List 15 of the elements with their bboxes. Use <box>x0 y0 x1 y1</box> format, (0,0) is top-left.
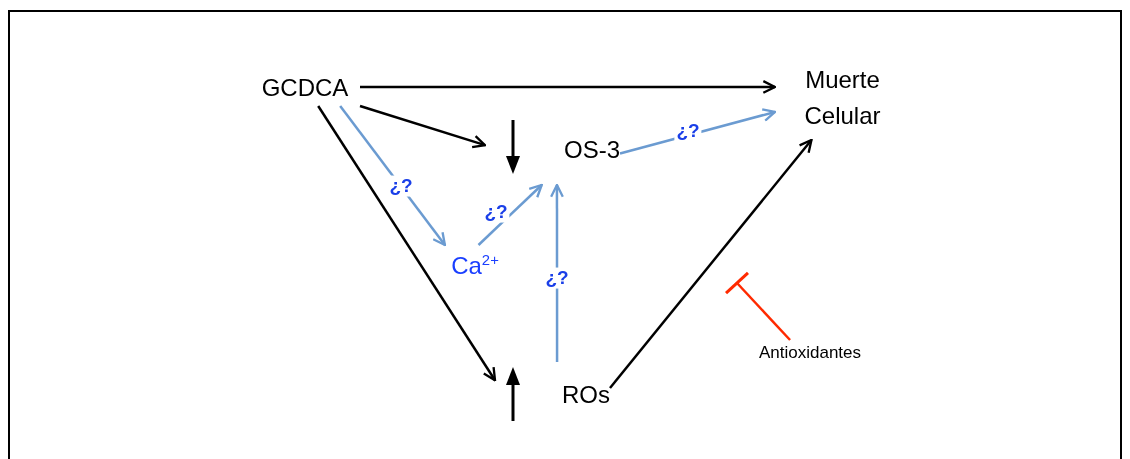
node-label: ROs <box>562 379 610 410</box>
edge-label: ¿? <box>387 175 415 197</box>
arrow <box>549 183 564 362</box>
node-label: OS-3 <box>564 135 620 165</box>
node-label: Antioxidantes <box>758 342 862 365</box>
arrow <box>477 183 543 246</box>
node-label: GCDCA <box>261 73 349 103</box>
edge-label: ¿? <box>543 267 571 289</box>
arrow <box>609 138 813 389</box>
arrow <box>360 79 777 94</box>
arrow <box>359 104 487 149</box>
inhibition-line <box>724 271 791 341</box>
node-label: Muerte Celular <box>803 64 882 131</box>
node-label: Ca$^{2+}$ <box>451 251 499 281</box>
arrow <box>317 105 497 382</box>
